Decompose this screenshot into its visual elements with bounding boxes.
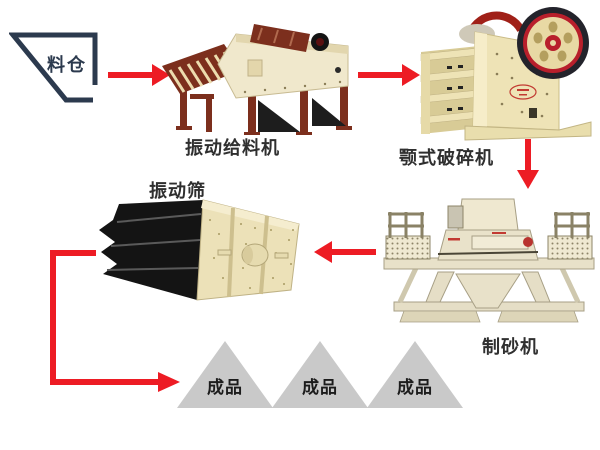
arrow-sandmaker-to-screen xyxy=(314,241,376,263)
hopper-label: 料仓 xyxy=(47,55,87,76)
down-arrow-icon xyxy=(517,139,539,189)
product-pile-1: 成品 xyxy=(177,341,273,408)
product-label-2: 成品 xyxy=(302,378,338,398)
product-pile-2: 成品 xyxy=(272,341,368,408)
elbow-arrow-icon xyxy=(50,250,180,392)
vibrating-screen-image xyxy=(95,198,315,304)
right-arrow-icon xyxy=(108,64,170,86)
arrow-hopper-to-feeder xyxy=(108,64,170,86)
sand-maker-image xyxy=(380,196,598,326)
sand-maker-label: 制砂机 xyxy=(482,337,539,358)
hopper-outline-icon xyxy=(9,32,98,103)
product-label-1: 成品 xyxy=(207,378,243,398)
right-arrow-icon xyxy=(358,64,420,86)
vibrating-feeder-image xyxy=(160,8,360,135)
product-label-3: 成品 xyxy=(397,378,433,398)
arrow-screen-to-products xyxy=(44,244,186,396)
jaw-crusher-label: 颚式破碎机 xyxy=(399,148,494,169)
vibrating-screen-label: 振动筛 xyxy=(149,181,206,202)
product-pile-3: 成品 xyxy=(367,341,463,408)
arrow-crusher-to-sandmaker xyxy=(517,139,539,189)
arrow-feeder-to-crusher xyxy=(358,64,420,86)
jaw-crusher-image xyxy=(417,4,597,145)
feeder-label: 振动给料机 xyxy=(185,138,280,159)
hopper-shape xyxy=(9,30,101,104)
left-arrow-icon xyxy=(314,241,376,263)
